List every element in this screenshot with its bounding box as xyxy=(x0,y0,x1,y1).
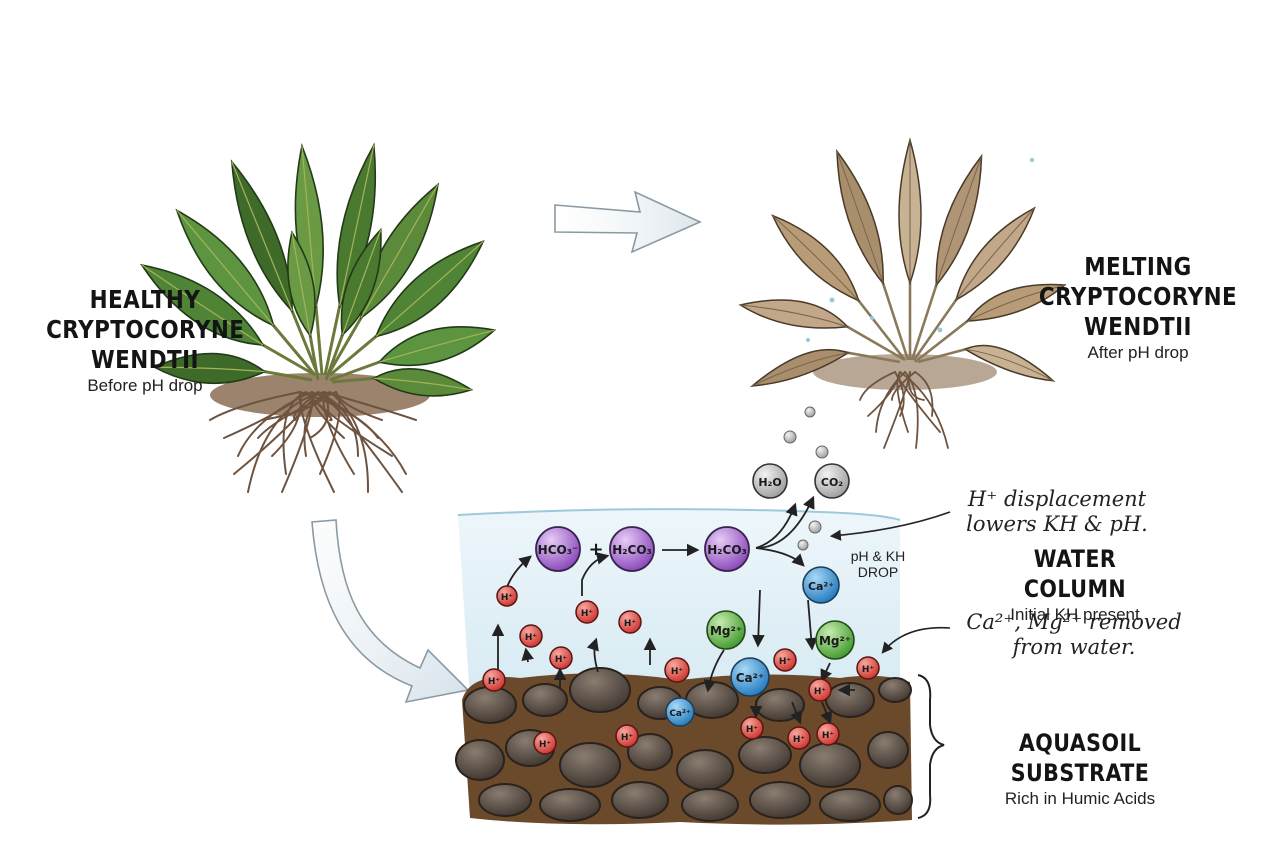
bicarbonate-molecule: HCO₃⁻ xyxy=(535,526,581,572)
hydrogen-ion: H⁺ xyxy=(856,656,880,680)
ph-kh-drop-line-2: DROP xyxy=(857,564,899,580)
svg-text:H⁺: H⁺ xyxy=(581,609,594,619)
reaction-arrows xyxy=(491,495,855,725)
svg-text:H⁺: H⁺ xyxy=(671,667,684,677)
hydrogen-ion: H⁺ xyxy=(519,624,543,648)
hydrogen-ion: H⁺ xyxy=(664,657,690,683)
svg-text:H⁺: H⁺ xyxy=(862,665,875,675)
svg-text:H⁺: H⁺ xyxy=(822,731,835,741)
water-column-label: WATER COLUMN Initial KH present xyxy=(975,544,1175,625)
svg-text:Ca²⁺: Ca²⁺ xyxy=(669,709,691,719)
svg-text:H⁺: H⁺ xyxy=(746,725,759,735)
svg-text:H⁺: H⁺ xyxy=(779,657,792,667)
svg-text:H₂CO₃: H₂CO₃ xyxy=(612,543,652,557)
hydrogen-ion: H⁺ xyxy=(808,678,832,702)
healthy-title-line-3: WENDTII xyxy=(91,345,199,374)
magnesium-ion: Mg²⁺ xyxy=(706,610,746,650)
gas-bubbles xyxy=(783,406,829,551)
melting-subtitle: After pH drop xyxy=(1087,343,1189,362)
substrate-label: AQUASOIL SUBSTRATE Rich in Humic Acids xyxy=(945,728,1215,809)
hydrogen-ion: H⁺ xyxy=(575,600,599,624)
carbonic-acid-molecule-2: H₂CO₃ xyxy=(704,526,750,572)
svg-text:H⁺: H⁺ xyxy=(488,677,501,687)
hydrogen-ion: H⁺ xyxy=(615,724,639,748)
melting-title-line-2: CRYPTOCORYNE xyxy=(1038,282,1238,311)
water-column-title: WATER COLUMN xyxy=(1023,545,1127,603)
hydrogen-ion: H⁺ xyxy=(482,668,506,692)
melting-plant-illustration xyxy=(738,137,1067,449)
carbonic-acid-molecule: H₂CO₃ xyxy=(609,526,655,572)
svg-text:H₂O: H₂O xyxy=(758,476,781,489)
healthy-plant-label: HEALTHY CRYPTOCORYNE WENDTII Before pH d… xyxy=(30,285,260,396)
svg-text:H⁺: H⁺ xyxy=(793,735,806,745)
hydrogen-ion: H⁺ xyxy=(787,726,811,750)
hydrogen-ion: H⁺ xyxy=(618,610,642,634)
ions-removed-line-2: from water. xyxy=(1012,635,1136,659)
healthy-subtitle: Before pH drop xyxy=(87,376,203,395)
calcium-ion-3: Ca²⁺ xyxy=(665,697,695,727)
svg-text:Ca²⁺: Ca²⁺ xyxy=(736,671,765,685)
magnesium-ion-2: Mg²⁺ xyxy=(815,620,855,660)
substrate-title: AQUASOIL SUBSTRATE xyxy=(1010,729,1150,787)
water-molecule: H₂O xyxy=(752,463,788,499)
molecules-layer: HCO₃⁻ + H₂CO₃ H₂CO₃ H₂O CO₂ Ca²⁺ Ca²⁺ xyxy=(482,463,880,755)
svg-text:H⁺: H⁺ xyxy=(539,740,552,750)
svg-text:Mg²⁺: Mg²⁺ xyxy=(819,634,851,648)
healthy-title-line-2: CRYPTOCORYNE xyxy=(46,315,245,344)
svg-text:H⁺: H⁺ xyxy=(814,687,827,697)
calcium-ion: Ca²⁺ xyxy=(802,566,840,604)
svg-text:H⁺: H⁺ xyxy=(624,619,637,629)
svg-text:H₂CO₃: H₂CO₃ xyxy=(707,543,747,557)
svg-text:HCO₃⁻: HCO₃⁻ xyxy=(538,543,579,557)
hydrogen-ion: H⁺ xyxy=(740,716,764,740)
calcium-ion-2: Ca²⁺ xyxy=(730,657,770,697)
ph-kh-drop-label: pH & KH DROP xyxy=(838,548,918,580)
melting-title-line-1: MELTING xyxy=(1084,252,1192,281)
hydrogen-ion: H⁺ xyxy=(816,722,840,746)
healthy-title-line-1: HEALTHY xyxy=(89,285,201,314)
svg-text:CO₂: CO₂ xyxy=(821,476,843,489)
svg-text:H⁺: H⁺ xyxy=(501,593,514,603)
svg-text:H⁺: H⁺ xyxy=(621,733,634,743)
downward-arrow xyxy=(311,519,470,704)
substrate-brace xyxy=(917,674,945,819)
hydrogen-ion: H⁺ xyxy=(496,585,518,607)
transition-arrow xyxy=(554,190,702,254)
healthy-plant-illustration xyxy=(140,142,497,493)
plus-sign: + xyxy=(588,539,603,560)
co2-molecule: CO₂ xyxy=(814,463,850,499)
aquasoil-substrate-area xyxy=(455,667,913,825)
hydrogen-ion: H⁺ xyxy=(773,648,797,672)
ph-kh-drop-line-1: pH & KH xyxy=(850,548,906,564)
water-column-subtitle: Initial KH present xyxy=(1010,605,1140,624)
svg-text:Mg²⁺: Mg²⁺ xyxy=(710,624,742,638)
svg-text:Ca²⁺: Ca²⁺ xyxy=(808,580,834,593)
h-displacement-line-2: lowers KH & pH. xyxy=(966,512,1148,536)
hydrogen-ion: H⁺ xyxy=(533,731,557,755)
melting-plant-label: MELTING CRYPTOCORYNE WENDTII After pH dr… xyxy=(1020,252,1256,363)
ions-removed-line-1: Ca²⁺, Mg²⁺ removed xyxy=(966,610,1182,634)
h-displacement-note: H⁺ displacement lowers KH & pH. xyxy=(952,487,1162,537)
hydrogen-ion: H⁺ xyxy=(549,646,573,670)
substrate-subtitle: Rich in Humic Acids xyxy=(1004,789,1156,808)
melting-title-line-3: WENDTII xyxy=(1084,312,1192,341)
h-displacement-line-1: H⁺ displacement xyxy=(967,487,1147,511)
ions-removed-note: Ca²⁺, Mg²⁺ removed from water. xyxy=(958,610,1190,660)
svg-text:H⁺: H⁺ xyxy=(525,633,538,643)
svg-text:H⁺: H⁺ xyxy=(555,655,568,665)
annotation-leaders xyxy=(829,511,951,654)
